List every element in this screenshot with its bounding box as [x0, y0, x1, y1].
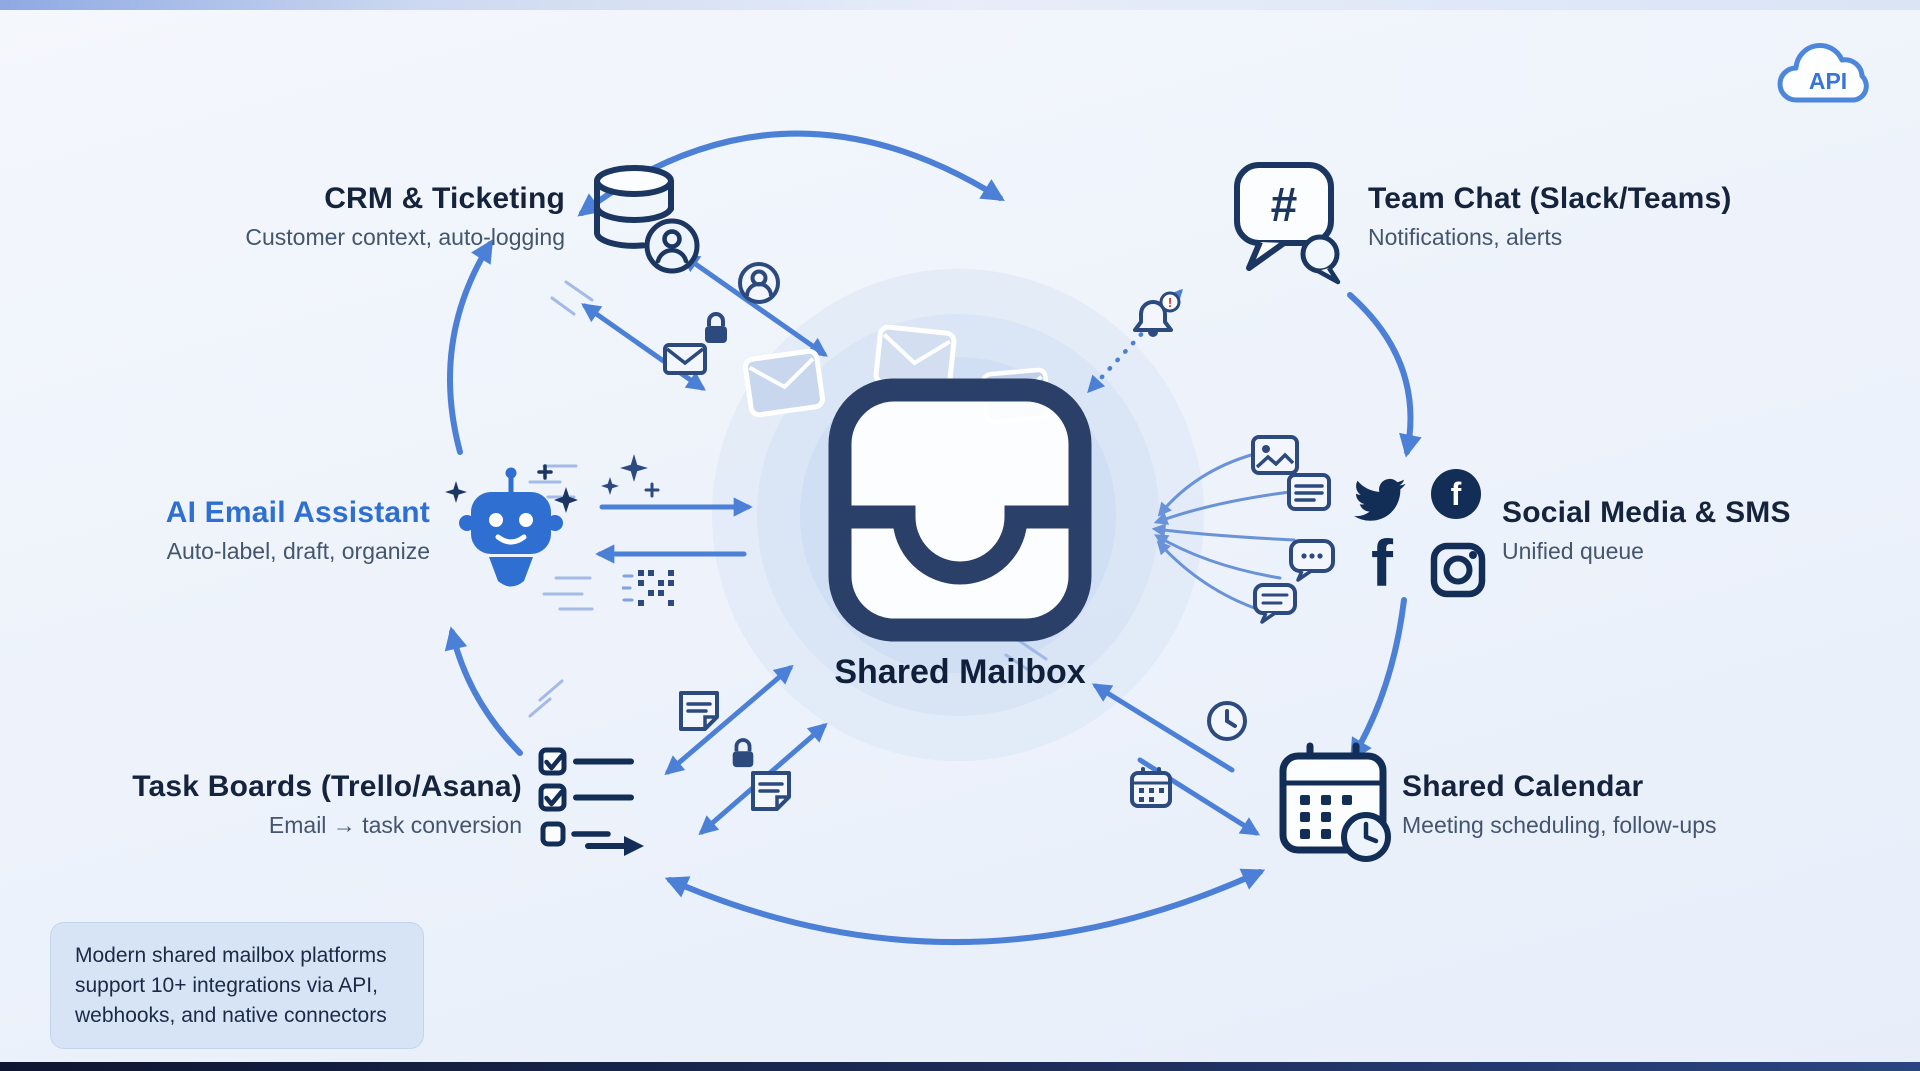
- hashtag-glyph: #: [1271, 179, 1298, 232]
- chat-lines-icon: [1252, 582, 1298, 629]
- task-boards-title: Task Boards (Trello/Asana): [132, 770, 522, 803]
- data-dots-icon: [620, 564, 682, 617]
- node-ai-assistant: AI Email Assistant Auto-label, draft, or…: [60, 496, 430, 565]
- facebook-circle-f-glyph: f: [1451, 476, 1462, 512]
- user-avatar-icon: [736, 260, 782, 311]
- mini-calendar-icon: [1128, 766, 1174, 815]
- task-boards-subtitle: Email → task conversion: [268, 812, 522, 838]
- bottom-accent-bar: [0, 1062, 1920, 1071]
- team-chat-subtitle: Notifications, alerts: [1368, 224, 1563, 250]
- crm-title: CRM & Ticketing: [324, 182, 565, 215]
- checklist-arrow-icon: [536, 742, 654, 869]
- calendar-to-center-arrow: [1091, 683, 1235, 773]
- node-team-chat: Team Chat (Slack/Teams) Notifications, a…: [1368, 182, 1888, 251]
- social-fan-lines: [1151, 450, 1296, 612]
- calendar-clock-icon: [1274, 740, 1396, 873]
- facebook-f-icon: f: [1371, 526, 1394, 600]
- social-title: Social Media & SMS: [1502, 496, 1791, 529]
- clock-icon: [1204, 698, 1250, 749]
- sparkle-star: [445, 481, 467, 503]
- ai-assistant-subtitle: Auto-label, draft, organize: [166, 538, 430, 564]
- arc-social-to-calendar: [1350, 597, 1407, 762]
- api-badge: API: [1766, 36, 1898, 118]
- crm-subtitle: Customer context, auto-logging: [245, 224, 565, 250]
- sticky-note-icon: [748, 768, 794, 819]
- arc-bottom: [664, 868, 1266, 945]
- database-user-icon: [588, 162, 700, 279]
- social-subtitle: Unified queue: [1502, 538, 1644, 564]
- sparkle-star: [554, 487, 578, 513]
- facebook-circle-icon: [1431, 469, 1481, 519]
- node-social: Social Media & SMS Unified queue: [1502, 496, 1902, 565]
- bell-alert-icon: !: [1126, 290, 1184, 353]
- calendar-subtitle: Meeting scheduling, follow-ups: [1402, 812, 1717, 838]
- alert-glyph: !: [1168, 295, 1172, 310]
- sparkles-icon: [596, 448, 660, 509]
- lock-icon: [728, 736, 758, 777]
- arc-task-to-ai: [444, 626, 523, 756]
- robot-icon: [444, 462, 579, 622]
- cloud-icon: [1777, 42, 1869, 103]
- api-label: API: [1809, 68, 1847, 94]
- speed-lines: [528, 280, 1048, 718]
- arc-chat-to-social: [1347, 292, 1422, 458]
- chat-dots-icon: [1288, 538, 1336, 587]
- top-accent-bar: [0, 0, 1920, 10]
- envelope-icon: [662, 340, 708, 383]
- node-task-boards: Task Boards (Trello/Asana) Email → task …: [62, 770, 522, 839]
- twitter-icon: [1354, 478, 1406, 521]
- crm-center-arrow-a: [680, 253, 828, 357]
- task-center-arrow-a: [664, 664, 794, 776]
- ai-assistant-title: AI Email Assistant: [165, 496, 430, 529]
- inbox-icon: [740, 324, 1180, 675]
- calendar-title: Shared Calendar: [1402, 770, 1644, 803]
- social-icons-cluster: f f: [1352, 464, 1492, 609]
- sticky-note-icon: [676, 688, 722, 739]
- hashtag-chat-bubble-icon: #: [1232, 160, 1357, 295]
- node-crm: CRM & Ticketing Customer context, auto-l…: [100, 182, 565, 251]
- team-chat-title: Team Chat (Slack/Teams): [1368, 182, 1732, 215]
- lock-icon: [700, 310, 732, 353]
- image-icon: [1250, 434, 1300, 481]
- instagram-icon: [1430, 542, 1486, 598]
- center-title: Shared Mailbox: [834, 653, 1086, 691]
- note-box: Modern shared mailbox platforms support …: [50, 922, 424, 1050]
- node-calendar: Shared Calendar Meeting scheduling, foll…: [1402, 770, 1882, 839]
- arc-ai-to-crm: [447, 239, 494, 455]
- note-icon: [1286, 472, 1332, 517]
